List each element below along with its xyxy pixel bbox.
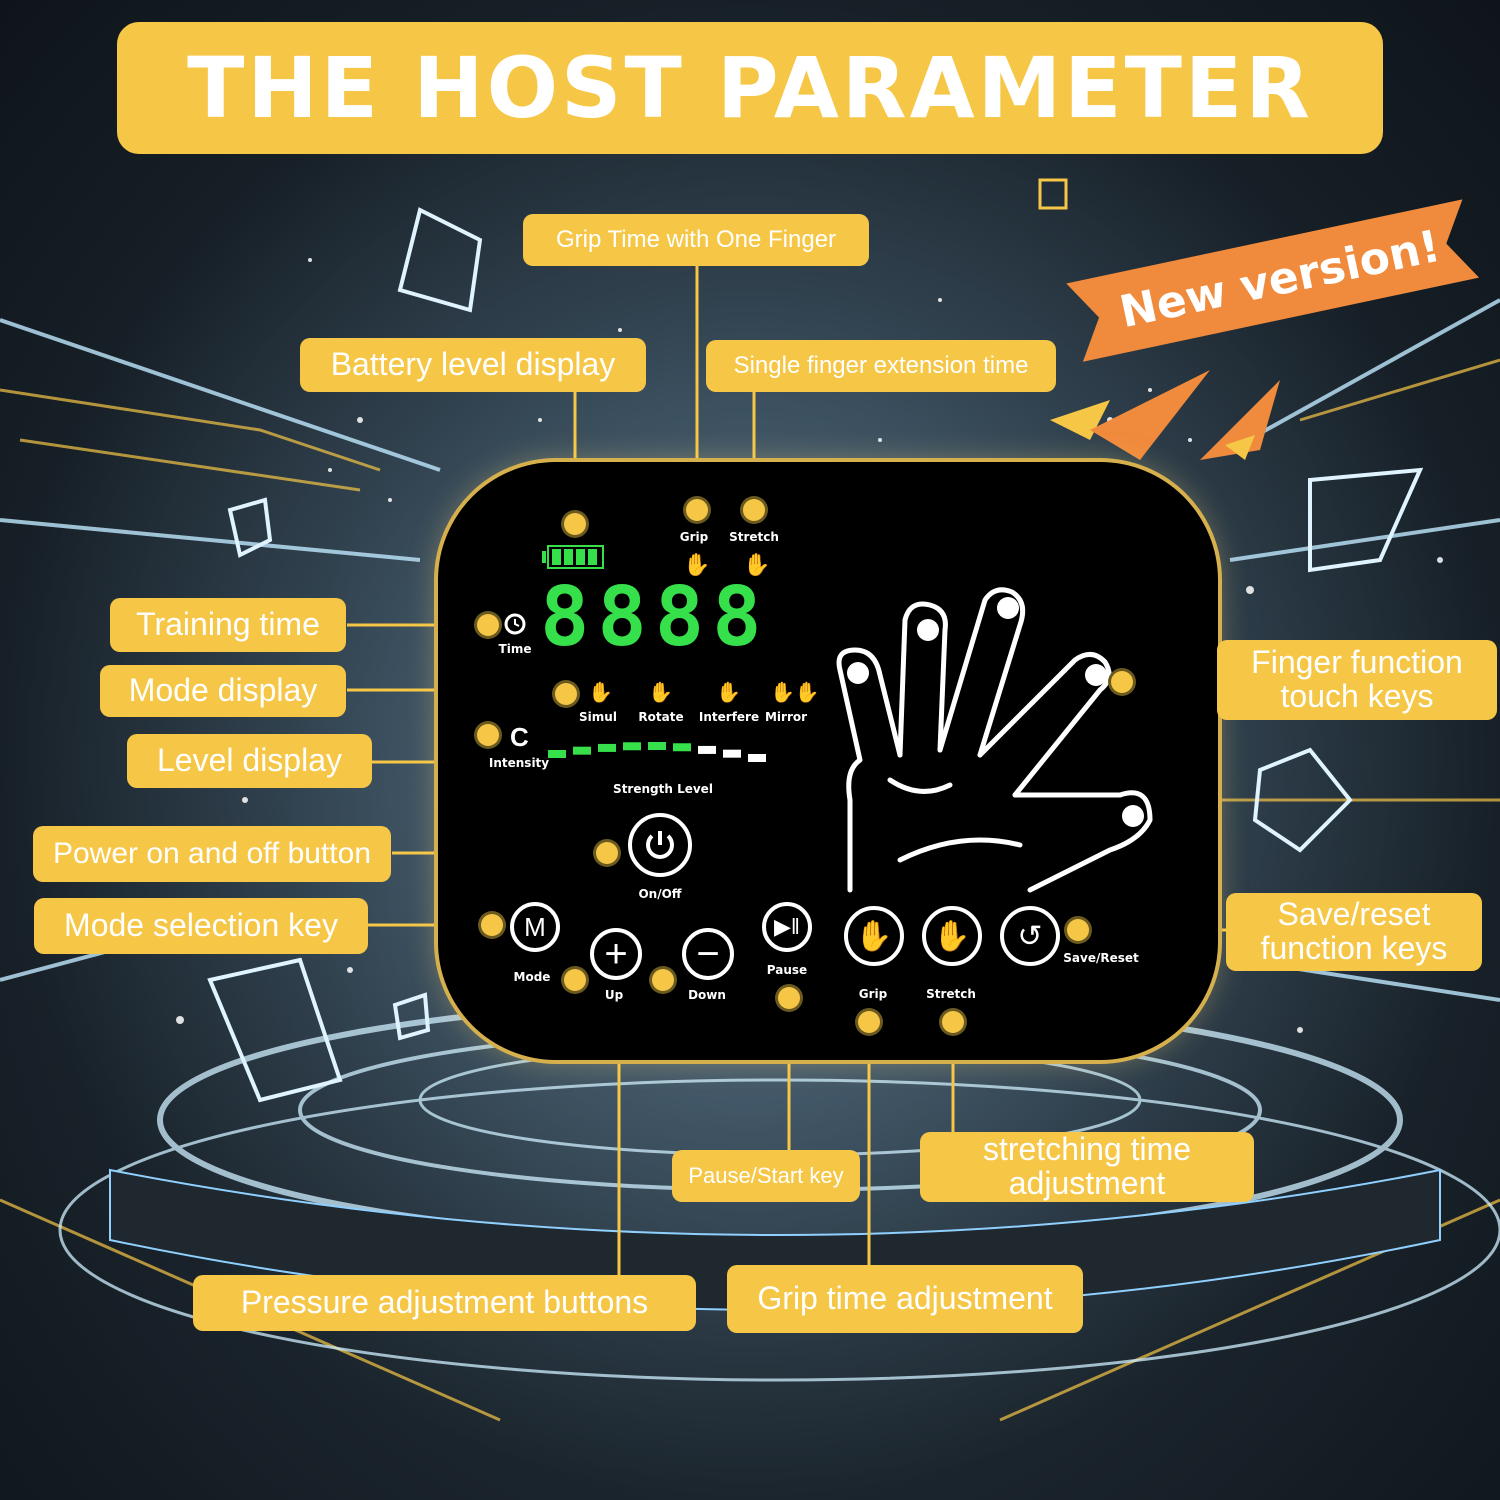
strength-segment [573, 746, 591, 755]
mode-icon-rotate: ✋ [648, 682, 673, 704]
time-label: Time [498, 642, 532, 656]
hand-touch-panel [836, 587, 1153, 893]
callout-single-finger-extension-time: Single finger extension time [706, 340, 1056, 392]
strength-segment [548, 750, 566, 758]
grip-button-label: Grip [858, 987, 888, 1001]
mode-icon-simul: ✋ [588, 682, 613, 704]
mode-icon-interfere: ✋ [716, 682, 741, 704]
seven-segment-display: 8888 [540, 570, 770, 665]
callout-dot-grip [686, 499, 708, 521]
pause-start-button[interactable]: ▶‖ [762, 902, 812, 952]
strength-segment [723, 749, 741, 758]
stretch-indicator-label: Stretch [729, 530, 779, 544]
callout-grip-time-adjustment: Grip time adjustment [727, 1265, 1083, 1333]
strength-segment [623, 742, 641, 751]
callout-power-button: Power on and off button [33, 826, 391, 882]
mode-label-interfere: Interfere [698, 710, 760, 724]
mode-button-label: Mode [513, 970, 551, 984]
strength-segment [598, 743, 616, 752]
grip-button[interactable]: ✋ [844, 906, 904, 966]
callout-training-time: Training time [110, 598, 346, 652]
callout-dot-stretch [743, 499, 765, 521]
pause-label: Pause [766, 963, 808, 977]
callout-pause-start-key: Pause/Start key [672, 1150, 860, 1202]
callout-dot-down [652, 969, 674, 991]
down-button[interactable]: − [682, 928, 734, 980]
down-label: Down [688, 988, 726, 1002]
callout-dot-level [477, 724, 499, 746]
callout-finger-function-keys: Finger function touch keys [1217, 640, 1497, 720]
grip-indicator-label: Grip [679, 530, 709, 544]
callout-grip-time-one-finger: Grip Time with One Finger [523, 214, 869, 266]
callout-dot-mode-key [481, 914, 503, 936]
strength-level-bar [548, 742, 766, 762]
strength-segment [748, 754, 766, 762]
callout-level-display: Level display [127, 734, 372, 788]
strength-segment [648, 742, 666, 750]
mode-label-simul: Simul [579, 710, 617, 724]
mode-icon-mirror: ✋✋ [770, 682, 820, 704]
timer-icon [504, 613, 526, 635]
save-reset-label: Save/Reset [1063, 951, 1139, 965]
mode-label-mirror: Mirror [764, 710, 808, 724]
callout-dot-battery [564, 513, 586, 535]
callout-mode-selection-key: Mode selection key [34, 898, 368, 954]
page-title: THE HOST PARAMETER [187, 39, 1313, 137]
power-icon [646, 831, 674, 859]
callout-dot-grip-adjust [858, 1011, 880, 1033]
callout-stretching-time-adjustment: stretching time adjustment [920, 1132, 1254, 1202]
callout-dot-finger [1111, 671, 1133, 693]
callout-dot-up [564, 969, 586, 991]
mode-label-rotate: Rotate [638, 710, 684, 724]
callout-dot-save [1067, 919, 1089, 941]
callout-mode-display: Mode display [100, 665, 346, 717]
battery-icon [542, 545, 604, 569]
callout-battery-level-display: Battery level display [300, 338, 646, 392]
callout-dot-power [596, 842, 618, 864]
new-version-badge: New version! [1063, 182, 1497, 377]
new-version-burst [1050, 370, 1280, 460]
callout-dot-mode-display [555, 683, 577, 705]
up-label: Up [604, 988, 624, 1002]
ribbon-shape [1066, 199, 1480, 362]
callout-dot-time [477, 614, 499, 636]
mode-button-glyph: M [524, 911, 546, 942]
save-reset-button[interactable]: ↺ [1000, 906, 1060, 966]
strength-level-label: Strength Level [613, 782, 713, 796]
mode-button[interactable]: M [510, 902, 560, 952]
callout-dot-pause [778, 987, 800, 1009]
title-banner: THE HOST PARAMETER [117, 22, 1383, 154]
strength-segment [698, 745, 716, 754]
intensity-label: Intensity [488, 756, 550, 770]
stretch-button-label: Stretch [926, 987, 976, 1001]
strength-segment [673, 743, 691, 752]
callout-pressure-adjustment-buttons: Pressure adjustment buttons [193, 1275, 696, 1331]
stretch-hand-icon: ✋ [743, 552, 771, 577]
power-button[interactable] [628, 813, 692, 877]
intensity-icon: C [510, 722, 529, 752]
grip-hand-icon: ✋ [683, 552, 711, 577]
up-button[interactable]: + [590, 928, 642, 980]
callout-save-reset-keys: Save/reset function keys [1226, 893, 1482, 971]
callout-dot-stretch-adjust [942, 1011, 964, 1033]
stretch-button[interactable]: ✋ [922, 906, 982, 966]
onoff-label: On/Off [638, 887, 682, 901]
